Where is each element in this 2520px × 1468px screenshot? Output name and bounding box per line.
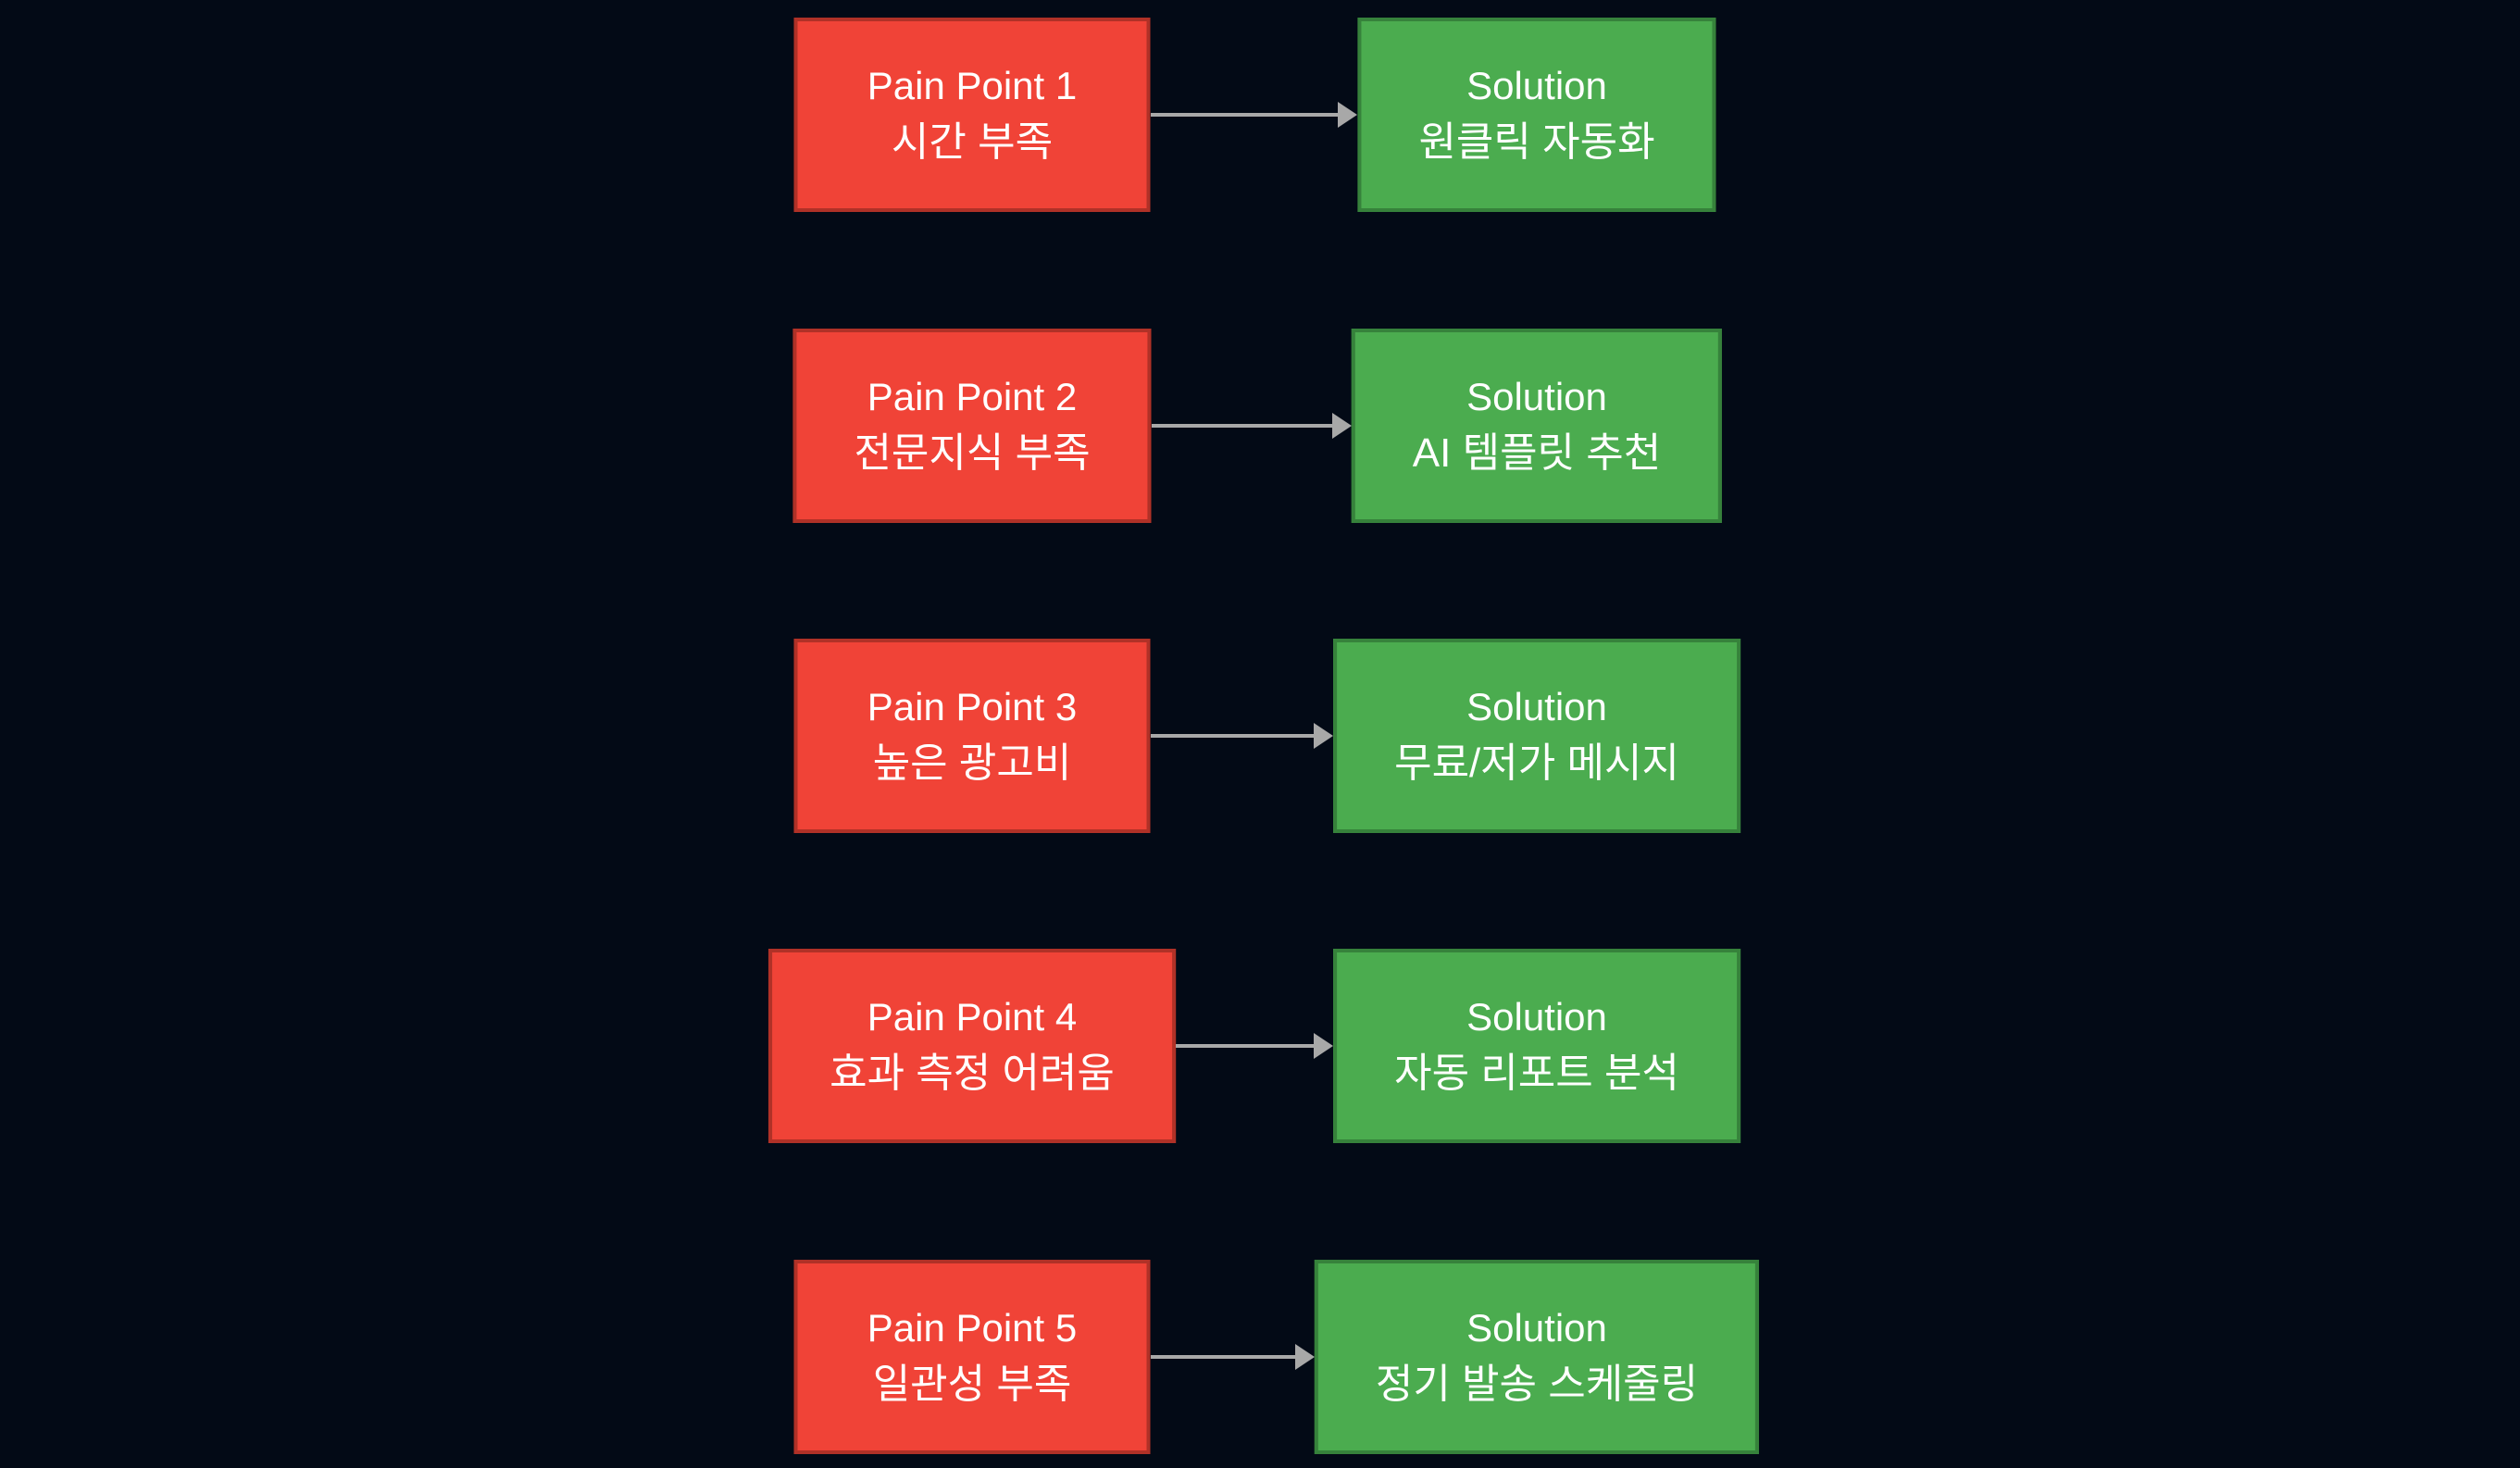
solution-2-box: Solution AI 템플릿 추천 bbox=[1351, 329, 1723, 523]
pain-point-label: 일관성 부족 bbox=[872, 1362, 1072, 1407]
arrow-head bbox=[1294, 1344, 1315, 1370]
solution-label: 원클릭 자동화 bbox=[1418, 119, 1655, 165]
solution-title: Solution bbox=[1466, 64, 1607, 107]
mapping-row-1: Pain Point 1 시간 부족 Solution 원클릭 자동화 bbox=[0, 18, 2520, 212]
solution-title: Solution bbox=[1466, 1306, 1607, 1350]
mapping-row-2: Pain Point 2 전문지식 부족 Solution AI 템플릿 추천 bbox=[0, 329, 2520, 523]
solution-3-box: Solution 무료/저가 메시지 bbox=[1333, 639, 1740, 833]
solution-label: 무료/저가 메시지 bbox=[1394, 740, 1679, 786]
arrow-head bbox=[1314, 1033, 1334, 1059]
mapping-row-3: Pain Point 3 높은 광고비 Solution 무료/저가 메시지 bbox=[0, 639, 2520, 833]
pain-point-title: Pain Point 3 bbox=[867, 685, 1078, 728]
arrow-line bbox=[1151, 424, 1332, 428]
solution-label: 정기 발송 스케줄링 bbox=[1375, 1362, 1699, 1407]
solution-label: 자동 리포트 분석 bbox=[1394, 1051, 1679, 1096]
pain-point-label: 효과 측정 어려움 bbox=[830, 1051, 1115, 1096]
arrow-right-icon bbox=[1150, 1344, 1315, 1370]
arrow-right-icon bbox=[1175, 1033, 1334, 1059]
arrow-line bbox=[1150, 113, 1339, 117]
pain-point-title: Pain Point 1 bbox=[867, 64, 1078, 107]
pain-point-2-box: Pain Point 2 전문지식 부족 bbox=[792, 329, 1152, 523]
mapping-row-4: Pain Point 4 효과 측정 어려움 Solution 자동 리포트 분… bbox=[0, 949, 2520, 1143]
arrow-head bbox=[1314, 723, 1334, 749]
pain-point-title: Pain Point 5 bbox=[867, 1306, 1078, 1350]
arrow-line bbox=[1150, 1355, 1295, 1359]
pain-point-label: 시간 부족 bbox=[891, 119, 1054, 165]
solution-title: Solution bbox=[1466, 685, 1607, 728]
solution-title: Solution bbox=[1466, 375, 1607, 418]
pain-point-3-box: Pain Point 3 높은 광고비 bbox=[793, 639, 1151, 833]
pain-point-title: Pain Point 2 bbox=[867, 375, 1078, 418]
arrow-line bbox=[1175, 1044, 1315, 1048]
arrow-right-icon bbox=[1150, 102, 1358, 128]
arrow-head bbox=[1331, 413, 1352, 439]
pain-point-1-box: Pain Point 1 시간 부족 bbox=[793, 18, 1151, 212]
arrow-line bbox=[1150, 734, 1315, 738]
solution-title: Solution bbox=[1466, 995, 1607, 1039]
pain-point-label: 높은 광고비 bbox=[872, 740, 1072, 786]
pain-point-label: 전문지식 부족 bbox=[854, 430, 1091, 476]
pain-point-title: Pain Point 4 bbox=[867, 995, 1078, 1039]
pain-point-4-box: Pain Point 4 효과 측정 어려움 bbox=[768, 949, 1176, 1143]
arrow-head bbox=[1338, 102, 1358, 128]
solution-5-box: Solution 정기 발송 스케줄링 bbox=[1314, 1260, 1760, 1454]
solution-1-box: Solution 원클릭 자동화 bbox=[1357, 18, 1716, 212]
solution-label: AI 템플릿 추천 bbox=[1412, 430, 1662, 476]
solution-4-box: Solution 자동 리포트 분석 bbox=[1333, 949, 1740, 1143]
arrow-right-icon bbox=[1151, 413, 1352, 439]
arrow-right-icon bbox=[1150, 723, 1334, 749]
mapping-row-5: Pain Point 5 일관성 부족 Solution 정기 발송 스케줄링 bbox=[0, 1260, 2520, 1454]
pain-point-5-box: Pain Point 5 일관성 부족 bbox=[793, 1260, 1151, 1454]
